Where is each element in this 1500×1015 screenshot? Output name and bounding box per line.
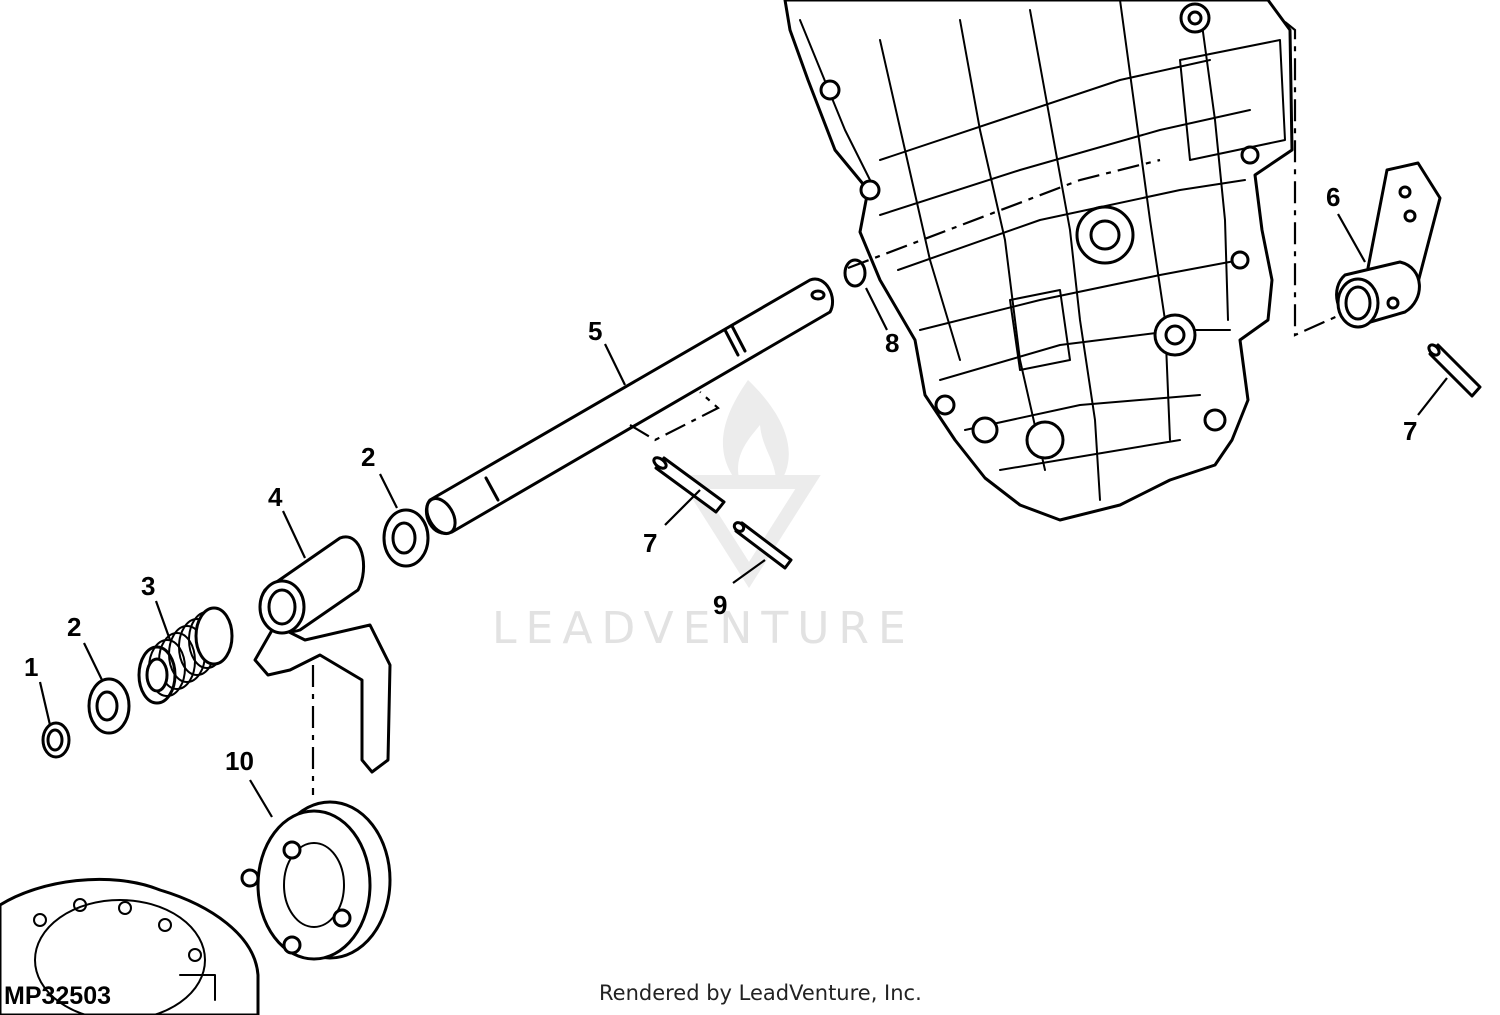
figure-id: MP32503 [4,982,111,1010]
alignment-line-shaft [847,158,1161,270]
o-ring [843,258,867,288]
spring-pin-small [732,521,793,570]
callout-8: 8 [885,328,899,358]
shift-shaft [424,277,834,536]
shift-fork [253,535,392,774]
callout-7: 7 [1403,416,1417,446]
callout-7: 7 [643,528,657,558]
callout-1: 1 [24,652,38,682]
differential-housing [0,877,260,1015]
callout-4: 4 [268,482,283,512]
snap-ring [41,721,71,759]
compression-spring [137,606,234,705]
watermark-logo-icon [677,380,821,589]
shift-collar [240,800,392,961]
spring-pin-right [1427,343,1482,398]
callout-10: 10 [225,746,254,776]
callout-2: 2 [361,442,375,472]
spring-pin-center [652,456,726,514]
transmission-housing [783,0,1294,522]
callout-6: 6 [1326,182,1340,212]
callout-2: 2 [67,612,81,642]
watermark: LEADVENTURE [492,380,915,654]
alignment-line-pin [629,391,720,442]
shift-arm [1335,161,1442,329]
alignment-line-arm [1284,21,1341,337]
callouts: 1 2 2 3 4 5 6 7 7 8 9 10 [24,182,1417,776]
render-credit: Rendered by LeadVenture, Inc. [599,981,922,1005]
callout-5: 5 [588,316,602,346]
callout-9: 9 [713,590,727,620]
washer-shaft [382,508,430,568]
washer-spring [87,677,131,735]
watermark-text: LEADVENTURE [492,603,915,654]
callout-3: 3 [141,571,155,601]
leader-lines [38,213,1448,818]
